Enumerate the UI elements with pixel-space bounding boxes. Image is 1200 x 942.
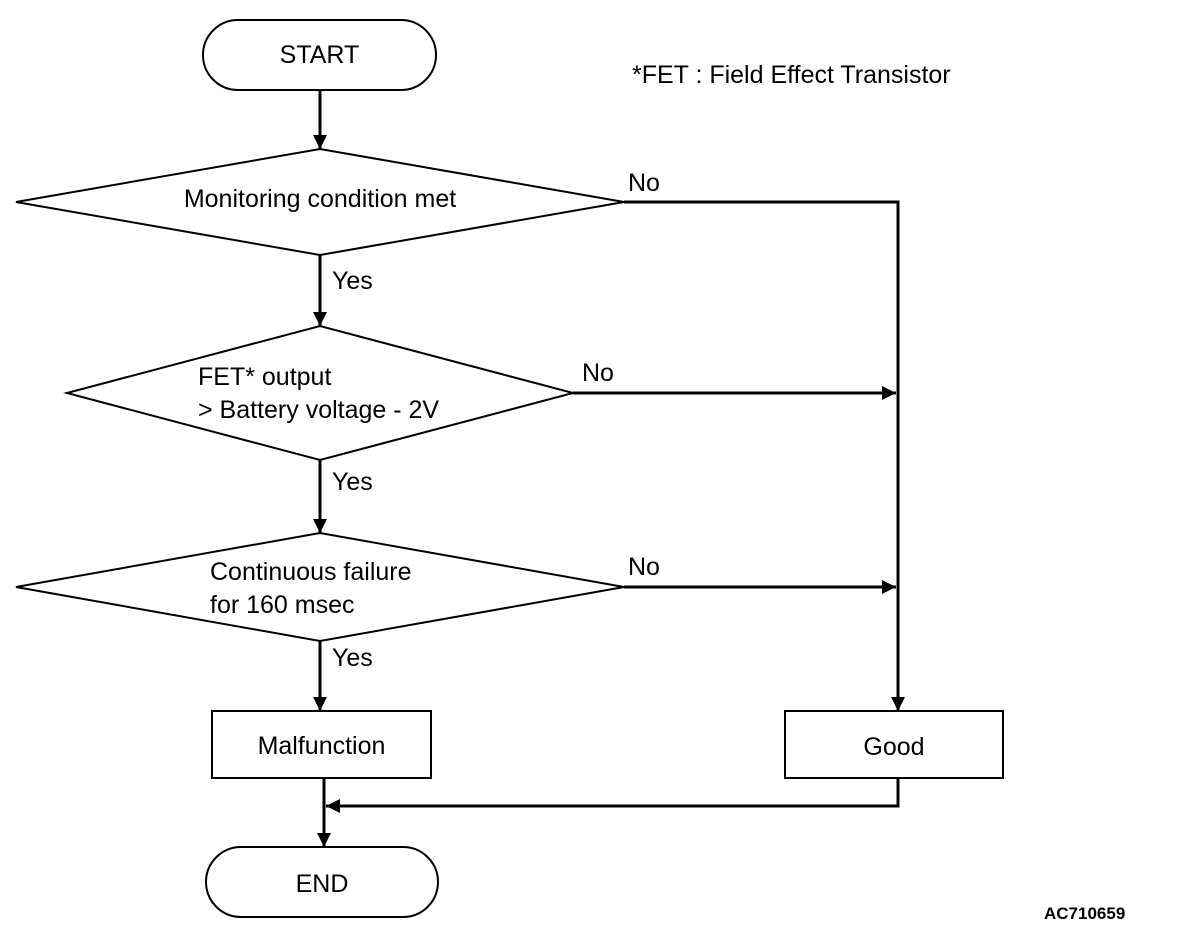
malfunction-label: Malfunction <box>257 732 386 760</box>
edge-label-d3-no: No <box>628 553 660 581</box>
edge-label-d2-yes: Yes <box>332 468 373 496</box>
decision-3-label-line1: Continuous failure <box>210 558 412 586</box>
arrow-d1-no <box>624 200 905 711</box>
decision-2-label-line1: FET* output <box>198 363 332 391</box>
end-terminator <box>205 846 439 918</box>
edge-label-d1-no: No <box>628 169 660 197</box>
decision-2-shape <box>63 324 577 462</box>
end-label: END <box>295 870 349 898</box>
start-label: START <box>279 41 360 69</box>
decision-1-label: Monitoring condition met <box>183 185 457 213</box>
good-box <box>784 710 1004 779</box>
malfunction-box <box>211 710 432 779</box>
good-label: Good <box>863 733 925 761</box>
arrow-good-to-end <box>326 778 900 813</box>
decision-3-label-line2: for 160 msec <box>210 591 355 619</box>
decision-3-shape <box>15 531 625 643</box>
figure-id: AC710659 <box>1044 904 1126 923</box>
edge-label-d2-no: No <box>582 359 614 387</box>
edge-label-d3-yes: Yes <box>332 644 373 672</box>
footnote: *FET : Field Effect Transistor <box>632 61 951 89</box>
edge-label-d1-yes: Yes <box>332 267 373 295</box>
decision-2-label-line2: > Battery voltage - 2V <box>198 396 440 424</box>
